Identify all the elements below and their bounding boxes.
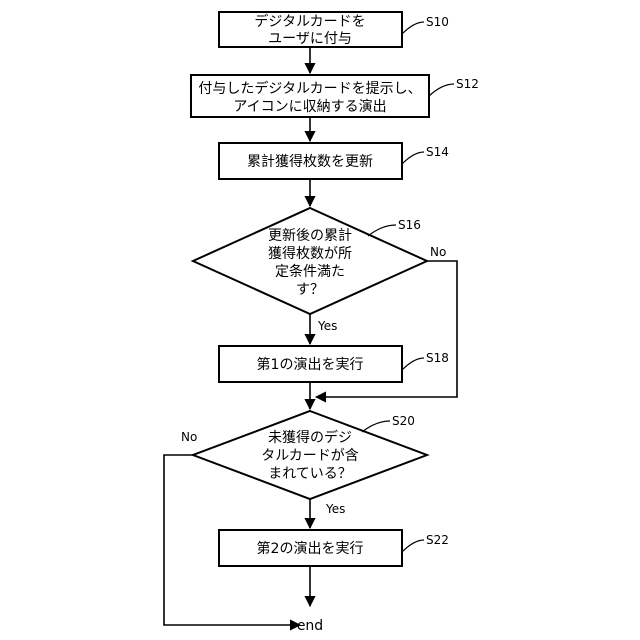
step-s12: 付与したデジタルカードを提示し、 アイコンに収納する演出 S12 bbox=[191, 75, 479, 117]
decision-s20-leader bbox=[362, 421, 390, 432]
decision-s16-leader bbox=[368, 225, 396, 236]
step-s18: 第1の演出を実行 S18 bbox=[219, 346, 449, 382]
decision-s16-ref: S16 bbox=[398, 218, 421, 232]
decision-s20-line-1: 未獲得のデジ bbox=[268, 429, 352, 446]
step-s18-leader bbox=[402, 358, 424, 370]
decision-s16-line-1: 更新後の累計 bbox=[268, 228, 352, 244]
step-s12-ref: S12 bbox=[456, 77, 479, 91]
step-s14-line-1: 累計獲得枚数を更新 bbox=[247, 153, 373, 170]
step-s10-line-2: ユーザに付与 bbox=[268, 31, 352, 47]
step-s22-line-1: 第2の演出を実行 bbox=[257, 540, 364, 557]
decision-s16-line-4: す？ bbox=[296, 282, 324, 298]
decision-s20: 未獲得のデジ タルカードが含 まれている？ S20 bbox=[193, 411, 427, 499]
step-s14-ref: S14 bbox=[426, 145, 449, 159]
decision-s16-line-2: 獲得枚数が所 bbox=[268, 245, 352, 262]
step-s14-leader bbox=[402, 152, 424, 164]
step-s10: デジタルカードを ユーザに付与 S10 bbox=[219, 12, 449, 47]
step-s10-ref: S10 bbox=[426, 15, 449, 29]
end-label: end bbox=[297, 618, 323, 634]
step-s12-leader bbox=[429, 84, 454, 96]
step-s22: 第2の演出を実行 S22 bbox=[219, 530, 449, 566]
decision-s20-no-label: No bbox=[181, 430, 197, 444]
decision-s16: 更新後の累計 獲得枚数が所 定条件満た す？ S16 bbox=[193, 208, 427, 314]
decision-s16-no-label: No bbox=[430, 245, 446, 259]
step-s22-leader bbox=[402, 540, 424, 552]
step-s14: 累計獲得枚数を更新 S14 bbox=[219, 143, 449, 179]
decision-s16-yes-label: Yes bbox=[317, 319, 337, 333]
step-s10-leader bbox=[402, 22, 424, 34]
step-s18-ref: S18 bbox=[426, 351, 449, 365]
step-s22-ref: S22 bbox=[426, 533, 449, 547]
step-s18-line-1: 第1の演出を実行 bbox=[257, 356, 364, 373]
decision-s20-yes-label: Yes bbox=[325, 502, 345, 516]
step-s12-line-2: アイコンに収納する演出 bbox=[233, 99, 386, 115]
step-s10-line-1: デジタルカードを bbox=[254, 13, 365, 30]
decision-s20-line-2: タルカードが含 bbox=[261, 448, 359, 464]
decision-s16-line-3: 定条件満た bbox=[275, 263, 345, 280]
step-s12-line-1: 付与したデジタルカードを提示し、 bbox=[198, 80, 421, 97]
decision-s20-line-3: まれている？ bbox=[268, 466, 352, 482]
decision-s20-ref: S20 bbox=[392, 414, 415, 428]
